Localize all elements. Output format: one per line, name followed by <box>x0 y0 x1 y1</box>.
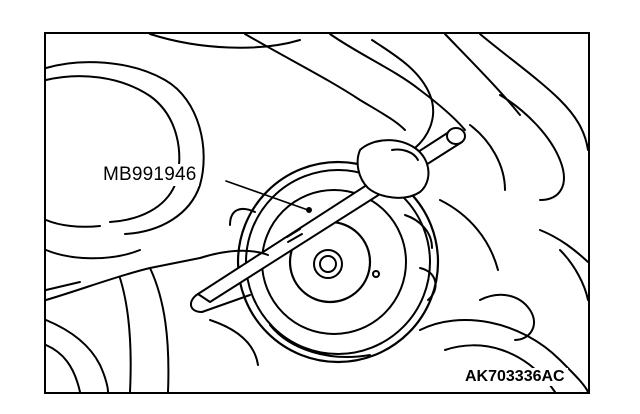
callout-leader-line <box>225 180 309 211</box>
callout-leader-dot <box>306 207 312 213</box>
figure-frame <box>44 32 590 394</box>
engine-background-outlines <box>45 33 589 393</box>
tool-callout-label: MB991946 <box>101 164 199 186</box>
hand-illustration <box>45 33 466 393</box>
figure-code: AK703336AC <box>462 368 568 386</box>
